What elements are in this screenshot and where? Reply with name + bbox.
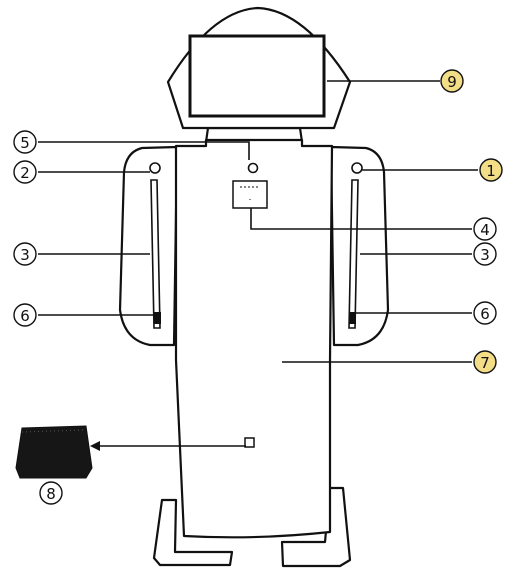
right-foot bbox=[280, 486, 352, 568]
callout-3-right: 3 bbox=[473, 242, 497, 266]
callout-7: 7 bbox=[473, 350, 497, 374]
robot-body bbox=[174, 138, 334, 539]
callout-6-left-label: 6 bbox=[20, 307, 30, 325]
callout-3-left-label: 3 bbox=[20, 246, 30, 264]
device-arrowhead bbox=[90, 441, 100, 451]
left-foot bbox=[152, 498, 234, 567]
right-grip-band bbox=[349, 312, 356, 324]
top-indicator bbox=[247, 162, 259, 174]
callout-7-label: 7 bbox=[480, 354, 490, 372]
callout-9: 9 bbox=[440, 69, 464, 93]
external-device bbox=[15, 425, 93, 479]
callout-8-label: 8 bbox=[46, 485, 56, 503]
left-sensor bbox=[149, 162, 161, 174]
callout-9-label: 9 bbox=[447, 73, 457, 91]
callout-4: 4 bbox=[473, 217, 497, 241]
callout-1: 1 bbox=[479, 158, 503, 182]
left-grip-slot bbox=[150, 179, 161, 329]
callout-5-label: 5 bbox=[20, 134, 30, 152]
callout-6-right: 6 bbox=[473, 301, 497, 325]
callout-2: 2 bbox=[13, 160, 37, 184]
right-grip-slot bbox=[348, 179, 359, 329]
left-grip-band bbox=[154, 312, 161, 324]
callout-3-left: 3 bbox=[13, 242, 37, 266]
callout-1-label: 1 bbox=[486, 162, 496, 180]
callout-5: 5 bbox=[13, 130, 37, 154]
head-screen bbox=[188, 34, 326, 118]
robot-head bbox=[166, 6, 352, 130]
callout-3-right-label: 3 bbox=[480, 246, 490, 264]
callout-6-left: 6 bbox=[13, 303, 37, 327]
callout-8: 8 bbox=[39, 481, 63, 505]
left-arm bbox=[118, 145, 179, 347]
body-port bbox=[244, 437, 255, 448]
callout-6-right-label: 6 bbox=[480, 305, 490, 323]
right-sensor bbox=[351, 162, 363, 174]
leader-lines bbox=[38, 80, 478, 451]
callout-2-label: 2 bbox=[20, 164, 30, 182]
right-arm bbox=[329, 145, 390, 347]
callout-4-label: 4 bbox=[480, 221, 490, 239]
control-panel bbox=[232, 180, 268, 209]
